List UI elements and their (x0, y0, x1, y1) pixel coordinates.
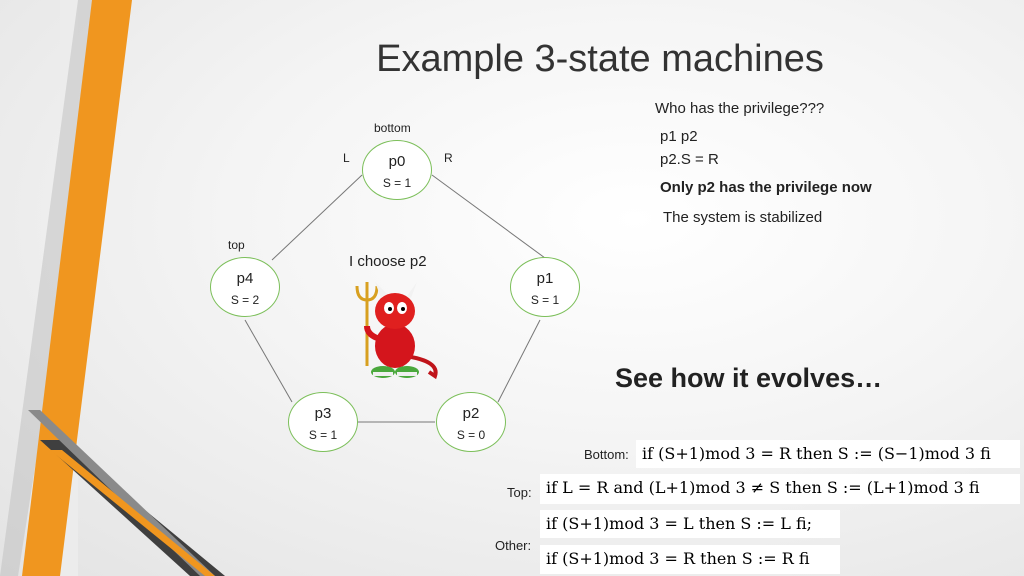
node-name: p1 (536, 270, 554, 287)
edge-p1-p2 (497, 319, 541, 403)
info-line-3: Only p2 has the privilege now (660, 179, 872, 196)
info-line-4: The system is stabilized (663, 209, 823, 226)
evolve-heading: See how it evolves… (615, 363, 883, 393)
privilege-question: Who has the privilege??? (655, 100, 825, 117)
slide-title: Example 3-state machines (376, 38, 824, 80)
edge-p0-p4 (271, 174, 363, 261)
other-rule-label: Other: (495, 538, 532, 553)
node-state: S = 2 (230, 293, 260, 307)
decorative-stripes (0, 0, 225, 576)
node-state: S = 1 (530, 293, 560, 307)
info-line-2: p2.S = R (660, 151, 719, 168)
info-line-1: p1 p2 (660, 128, 698, 145)
mascot-caption: I choose p2 (349, 253, 427, 270)
node-p1: p1 S = 1 (510, 257, 580, 317)
top-label: top (228, 238, 245, 252)
bottom-rule: if (S+1)mod 3 = R then S := (S−1)mod 3 f… (636, 440, 1020, 468)
node-p4: p4 S = 2 (210, 257, 280, 317)
node-name: p3 (314, 405, 332, 422)
devil-mascot-icon (355, 282, 438, 380)
other-rule-1: if (S+1)mod 3 = L then S := L fi; (540, 510, 840, 538)
left-label: L (343, 151, 350, 165)
node-state: S = 1 (308, 428, 338, 442)
other-rule-2: if (S+1)mod 3 = R then S := R fi (540, 545, 840, 574)
node-p0: p0 S = 1 (362, 140, 432, 200)
node-name: p4 (236, 270, 254, 287)
edge-p4-p3 (244, 319, 293, 403)
top-rule: if L = R and (L+1)mod 3 ≠ S then S := (L… (540, 474, 1020, 504)
node-state: S = 1 (382, 176, 412, 190)
top-rule-label: Top: (507, 485, 532, 500)
node-name: p2 (462, 405, 480, 422)
edge-p0-p1 (431, 174, 546, 259)
node-state: S = 0 (456, 428, 486, 442)
bottom-rule-label: Bottom: (584, 447, 629, 462)
node-name: p0 (388, 153, 406, 170)
node-p2: p2 S = 0 (436, 392, 506, 452)
bottom-label: bottom (374, 121, 411, 135)
right-label: R (444, 151, 453, 165)
node-p3: p3 S = 1 (288, 392, 358, 452)
